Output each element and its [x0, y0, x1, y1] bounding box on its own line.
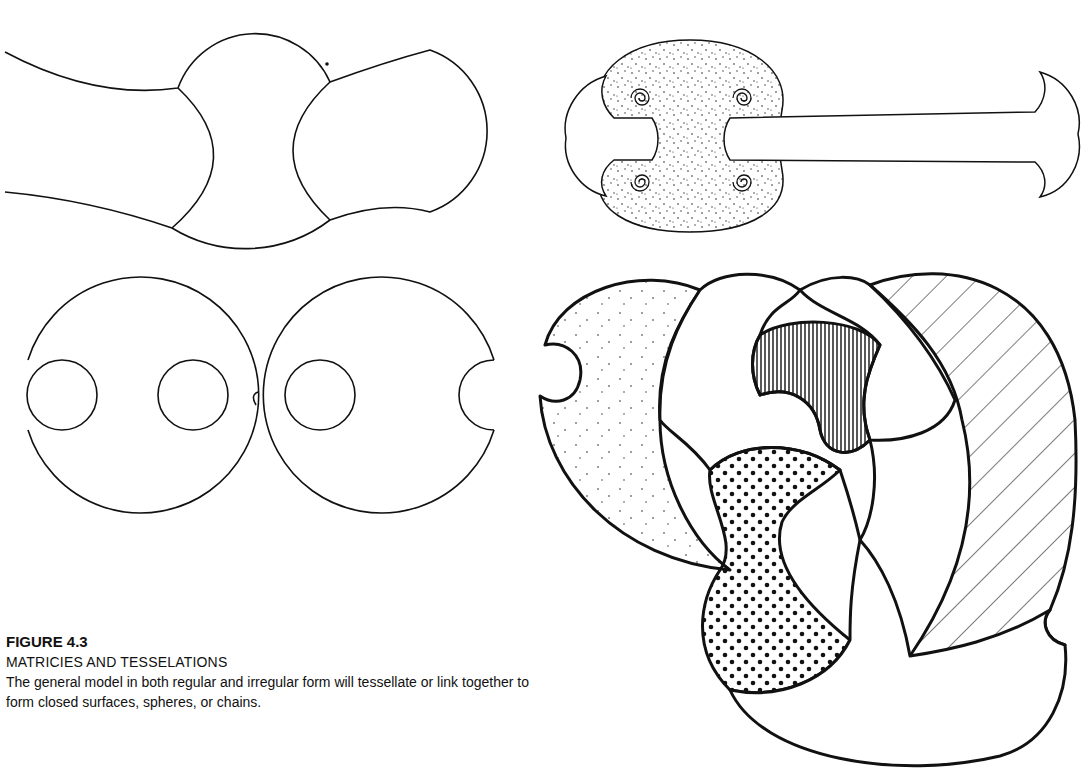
scroll-form — [565, 40, 1079, 232]
circle-chain — [27, 277, 494, 513]
figure-title: MATRICIES AND TESSELATIONS — [6, 652, 554, 672]
figure-number: FIGURE 4.3 — [6, 632, 554, 652]
figure-caption: The general model in both regular and ir… — [6, 672, 554, 712]
arc-cell-chain — [5, 34, 487, 249]
caption-block: FIGURE 4.3MATRICIES AND TESSELATIONSThe … — [6, 632, 554, 712]
irregular-tessellation — [540, 274, 1076, 766]
